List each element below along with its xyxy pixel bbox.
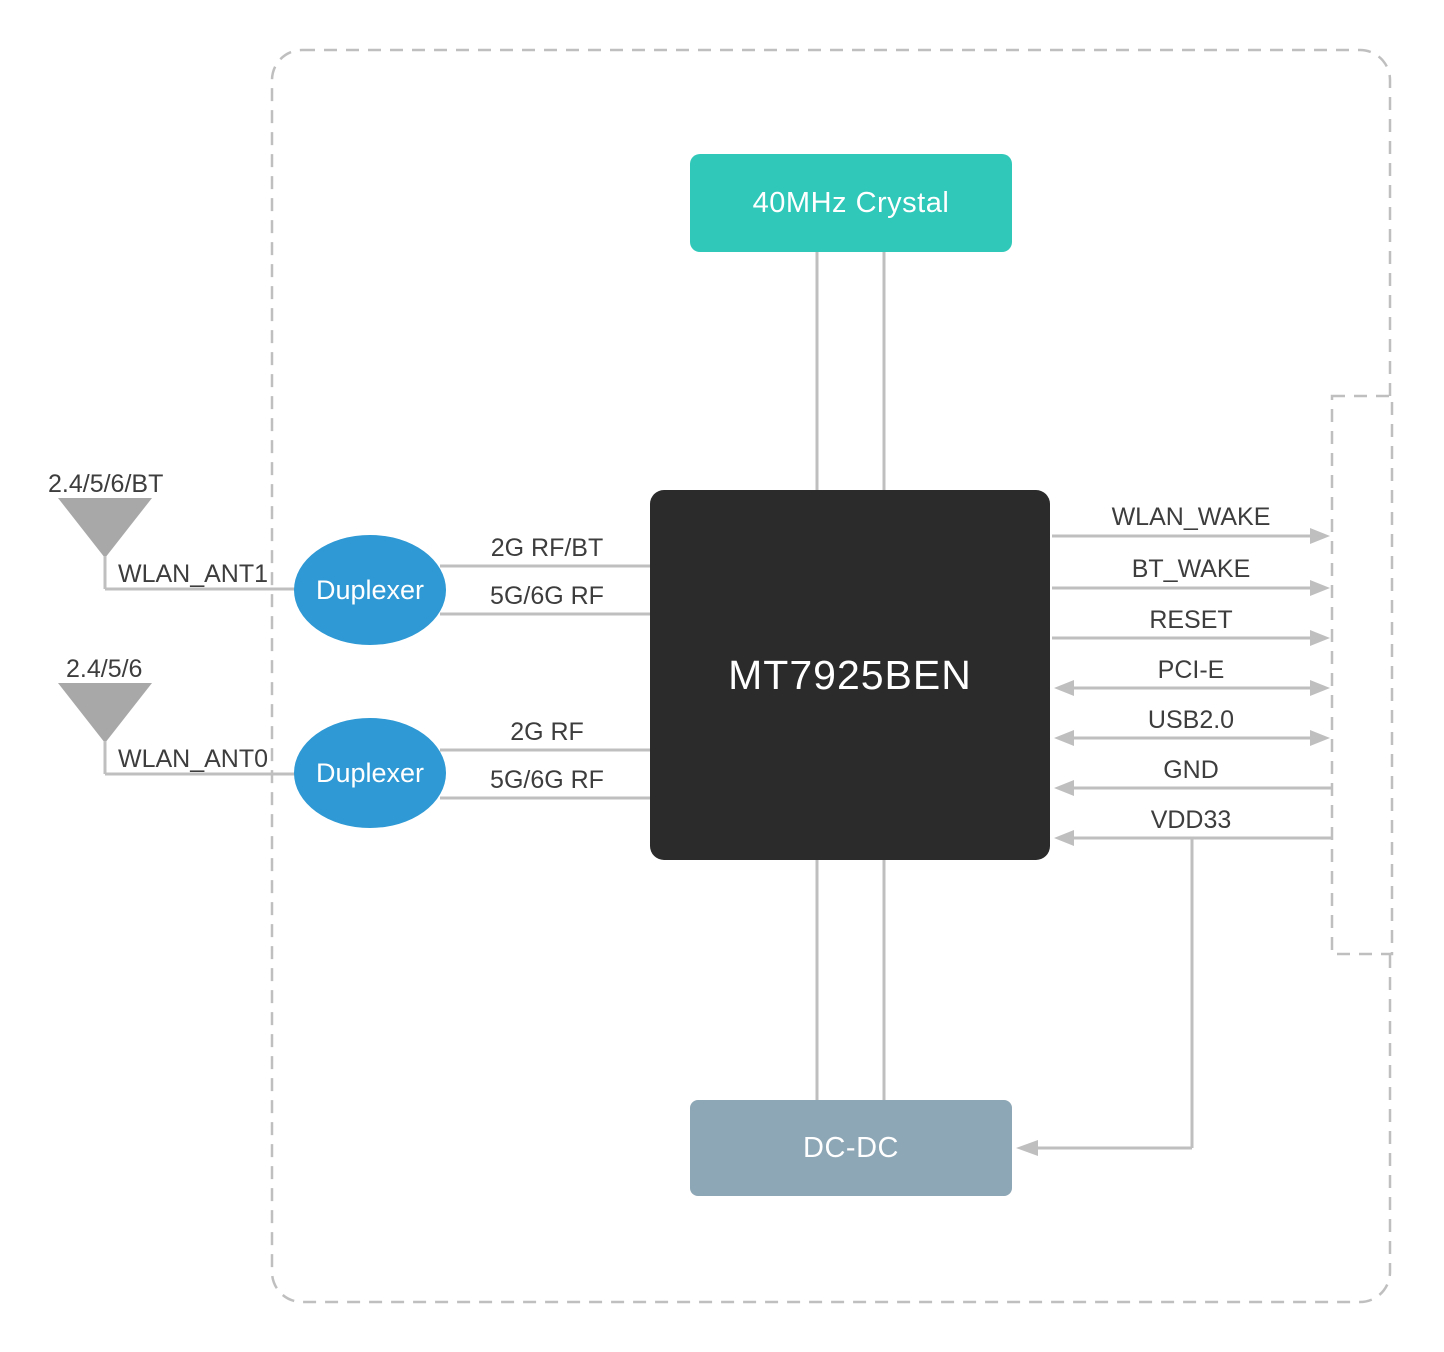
dcdc-block: DC-DC	[690, 1100, 1012, 1196]
usb-arrow-right	[1310, 730, 1330, 746]
vdd33-dcdc-arrow-left	[1016, 1140, 1038, 1156]
duplexer1-block: Duplexer	[294, 535, 446, 645]
crystal-block: 40MHz Crystal	[690, 154, 1012, 252]
gnd-arrow-left	[1054, 780, 1074, 796]
ant0-5g-rf-label: 5G/6G RF	[490, 766, 604, 794]
signal-label-reset: RESET	[1149, 606, 1233, 634]
antenna1-name-label: WLAN_ANT1	[118, 560, 269, 588]
antenna1-icon	[58, 498, 152, 558]
signal-label-wlan-wake: WLAN_WAKE	[1111, 503, 1271, 531]
reset-arrow-right	[1310, 630, 1330, 646]
pcie-arrow-left	[1054, 680, 1074, 696]
duplexer0-block: Duplexer	[294, 718, 446, 828]
ant1-2g-rf-label: 2G RF/BT	[490, 534, 604, 562]
signal-label-usb: USB2.0	[1147, 706, 1235, 734]
vdd33-arrow-left	[1054, 830, 1074, 846]
wlan-wake-arrow-right	[1310, 528, 1330, 544]
signal-label-bt-wake: BT_WAKE	[1131, 555, 1251, 583]
antenna0-name-label: WLAN_ANT0	[118, 745, 269, 773]
antenna0-icon	[58, 683, 152, 743]
signal-label-vdd33: VDD33	[1150, 806, 1232, 834]
chip-block: MT7925BEN	[650, 490, 1050, 860]
host-connector-dashed-box	[1330, 394, 1394, 956]
signal-label-gnd: GND	[1163, 756, 1219, 784]
duplexer0-label: Duplexer	[315, 757, 425, 788]
duplexer1-label: Duplexer	[315, 574, 425, 605]
pcie-arrow-right	[1310, 680, 1330, 696]
bt-wake-arrow-right	[1310, 580, 1330, 596]
chip-label: MT7925BEN	[728, 651, 972, 698]
antenna1-band-label: 2.4/5/6/BT	[48, 470, 164, 498]
ant0-2g-rf-label: 2G RF	[510, 718, 584, 746]
dcdc-label: DC-DC	[803, 1131, 899, 1164]
usb-arrow-left	[1054, 730, 1074, 746]
ant1-5g-rf-label: 5G/6G RF	[490, 582, 604, 610]
crystal-label: 40MHz Crystal	[752, 186, 950, 219]
antenna0-band-label: 2.4/5/6	[66, 655, 143, 683]
signal-label-pcie: PCI-E	[1157, 656, 1225, 684]
